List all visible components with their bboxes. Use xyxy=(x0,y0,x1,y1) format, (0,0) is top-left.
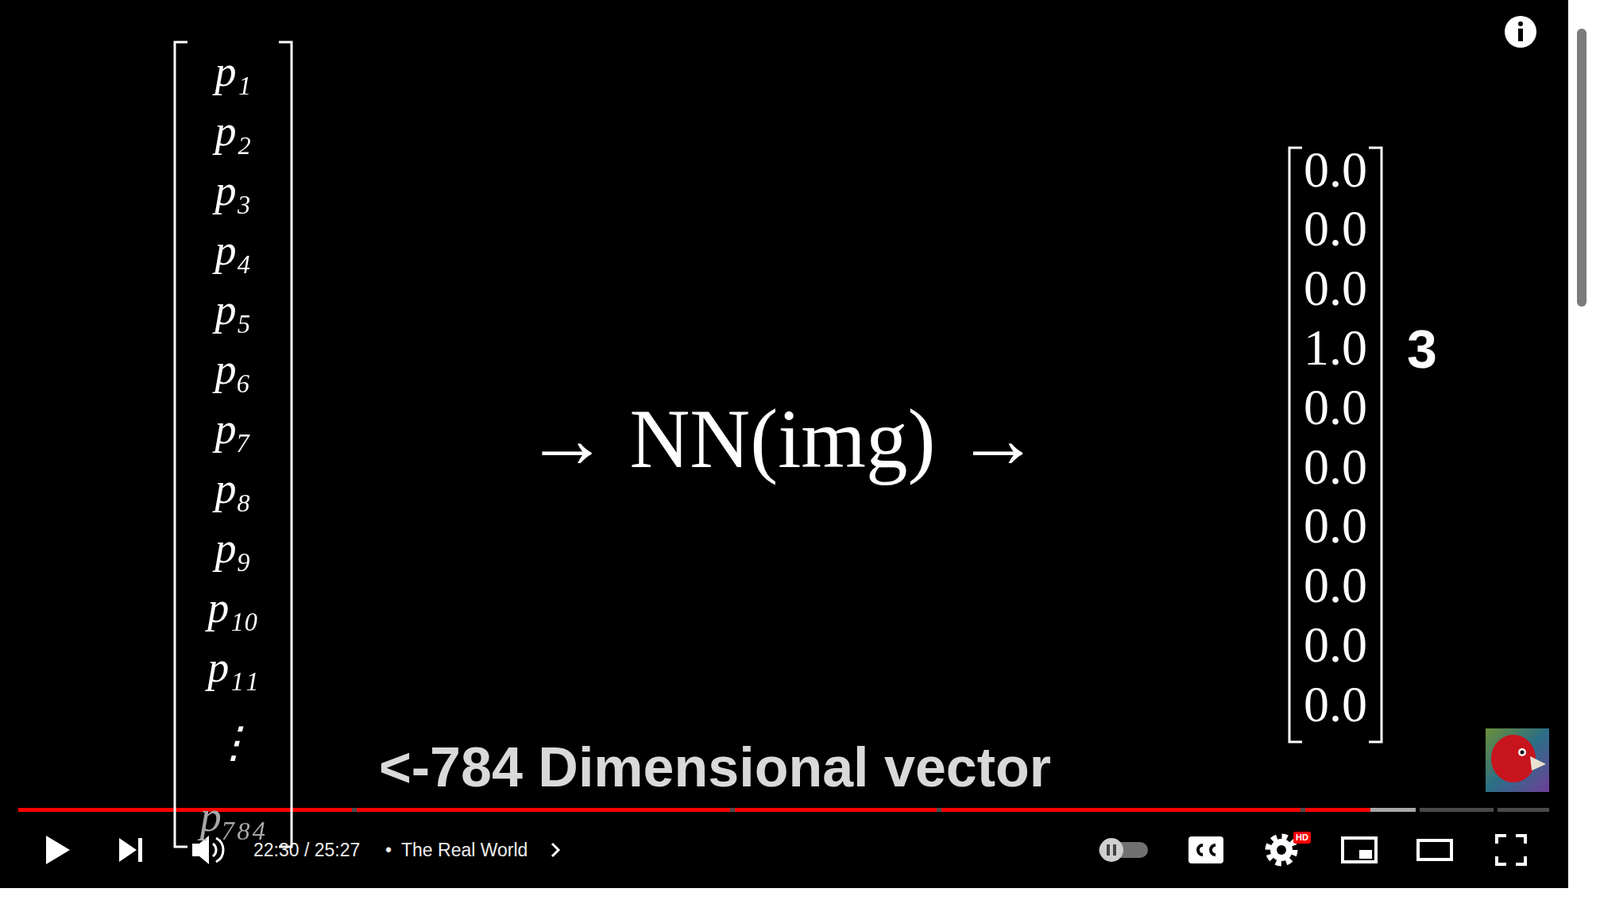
vector-entry: p₁₁ xyxy=(207,637,259,698)
bird-eye-ring xyxy=(1518,748,1527,757)
captions-icon xyxy=(1188,836,1224,864)
vector-entry: ⋮ xyxy=(212,713,256,773)
vector-entry: p₇ xyxy=(215,399,252,460)
gear-hole xyxy=(1276,845,1287,855)
chapter-chevron xyxy=(552,843,559,857)
vector-entry: 1.0 xyxy=(1303,318,1368,379)
separator-dot-holder: • xyxy=(385,839,392,862)
fullscreen-corner xyxy=(1496,856,1507,865)
vector-entry: p₃ xyxy=(215,161,252,221)
vector-entry: p₇₈₄ xyxy=(200,787,267,847)
scrollbar-thumb xyxy=(1576,28,1587,307)
output-vector: 0.00.00.01.00.00.00.00.00.00.0 xyxy=(1287,146,1384,744)
bird-eye xyxy=(1520,750,1525,755)
miniplayer-frame xyxy=(1342,838,1376,862)
bird-head xyxy=(1491,734,1536,783)
caption-note-holder: <-784 Dimensional vector xyxy=(378,735,1052,800)
vector-entry: p₁ xyxy=(215,42,252,102)
progress-played xyxy=(734,807,937,812)
vector-entry: 0.0 xyxy=(1303,556,1368,616)
function-label: → NN(img) → xyxy=(525,390,1040,487)
vector-entry: p₈ xyxy=(215,459,252,519)
vector-entry: 0.0 xyxy=(1303,199,1368,259)
chapter-gap xyxy=(1415,807,1420,812)
matrix-bracket xyxy=(278,42,292,847)
next-triangle xyxy=(119,838,137,862)
vector-entry: 0.0 xyxy=(1303,496,1368,557)
fullscreen-icon xyxy=(1496,835,1526,865)
sound-wave xyxy=(216,838,224,862)
matrix-bracket xyxy=(174,42,188,847)
separator-dot: • xyxy=(385,839,392,862)
pause-bar xyxy=(1106,844,1110,856)
progress-played xyxy=(941,807,1301,812)
vector-entry: 0.0 xyxy=(1303,615,1368,676)
vector-entry: p₁₀ xyxy=(207,578,259,638)
vector-entry: 0.0 xyxy=(1303,258,1368,319)
vector-entry: p₉ xyxy=(215,518,252,579)
captions-c xyxy=(1198,845,1203,855)
theatre-icon xyxy=(1418,840,1452,860)
captions-box xyxy=(1188,836,1224,864)
vector-entry: p₂ xyxy=(215,101,252,162)
caption-note: <-784 Dimensional vector xyxy=(378,735,1052,800)
chapter-title-holder: The Real World xyxy=(401,839,528,862)
vector-entry: 0.0 xyxy=(1303,437,1368,498)
chapter-title: The Real World xyxy=(401,839,528,862)
scrollbar-track xyxy=(1568,0,1600,900)
miniplayer-icon xyxy=(1342,838,1376,862)
class-label-holder: 3 xyxy=(1406,317,1438,380)
vector-entry: 0.0 xyxy=(1303,140,1368,201)
progress-played xyxy=(1305,807,1371,812)
next-icon xyxy=(119,838,143,862)
progress-played xyxy=(356,807,731,812)
autoplay-toggle xyxy=(1098,838,1148,862)
sound-wave xyxy=(212,843,217,857)
vector-entry: p₅ xyxy=(215,280,252,341)
info-dot xyxy=(1518,21,1523,27)
info-stem xyxy=(1518,28,1523,42)
toggle-knob xyxy=(1099,838,1124,862)
play-icon xyxy=(46,835,70,865)
gear-body xyxy=(1270,838,1293,862)
channel-thumbnail xyxy=(1485,728,1550,793)
time-display: 22:30 / 25:27 xyxy=(253,839,360,862)
info-circle xyxy=(1504,15,1537,48)
fullscreen-corner xyxy=(1496,835,1507,844)
pause-bar xyxy=(1113,844,1117,856)
page-strip xyxy=(0,888,1569,900)
class-label: 3 xyxy=(1406,317,1438,380)
gear-teeth xyxy=(1267,836,1295,864)
vector-entry: p₆ xyxy=(215,340,252,400)
vector-entry: p₄ xyxy=(215,220,252,281)
chapter-gap xyxy=(1493,807,1498,812)
miniplayer-inset xyxy=(1359,850,1372,859)
progress-buffer xyxy=(1370,807,1416,812)
next-bar xyxy=(138,838,143,862)
vector-entries: p₁p₂p₃p₄p₅p₆p₇p₈p₉p₁₀p₁₁ ⋮ p₇₈₄ xyxy=(173,42,294,847)
info-icon xyxy=(1504,15,1537,48)
thumbnail-ground xyxy=(1485,728,1550,793)
hd-badge-holder: HD xyxy=(1293,829,1311,844)
progress-played xyxy=(18,807,352,812)
captions-c xyxy=(1210,845,1216,855)
matrix-bracket xyxy=(1289,147,1303,743)
settings-icon xyxy=(1267,836,1295,864)
input-vector: p₁p₂p₃p₄p₅p₆p₇p₈p₉p₁₀p₁₁ ⋮ p₇₈₄ xyxy=(173,40,294,849)
vector-entry: 0.0 xyxy=(1303,378,1368,438)
fullscreen-corner xyxy=(1515,835,1526,844)
matrix-bracket xyxy=(1368,147,1382,743)
function-label-holder: → NN(img) → xyxy=(525,390,1040,487)
vector-entries: 0.00.00.01.00.00.00.00.00.00.0 xyxy=(1287,140,1384,735)
vector-entry: 0.0 xyxy=(1303,675,1368,735)
hd-badge: HD xyxy=(1293,831,1311,844)
time-display-holder: 22:30 / 25:27 xyxy=(253,839,360,862)
bird-beak xyxy=(1530,756,1546,771)
fullscreen-corner xyxy=(1515,856,1526,865)
